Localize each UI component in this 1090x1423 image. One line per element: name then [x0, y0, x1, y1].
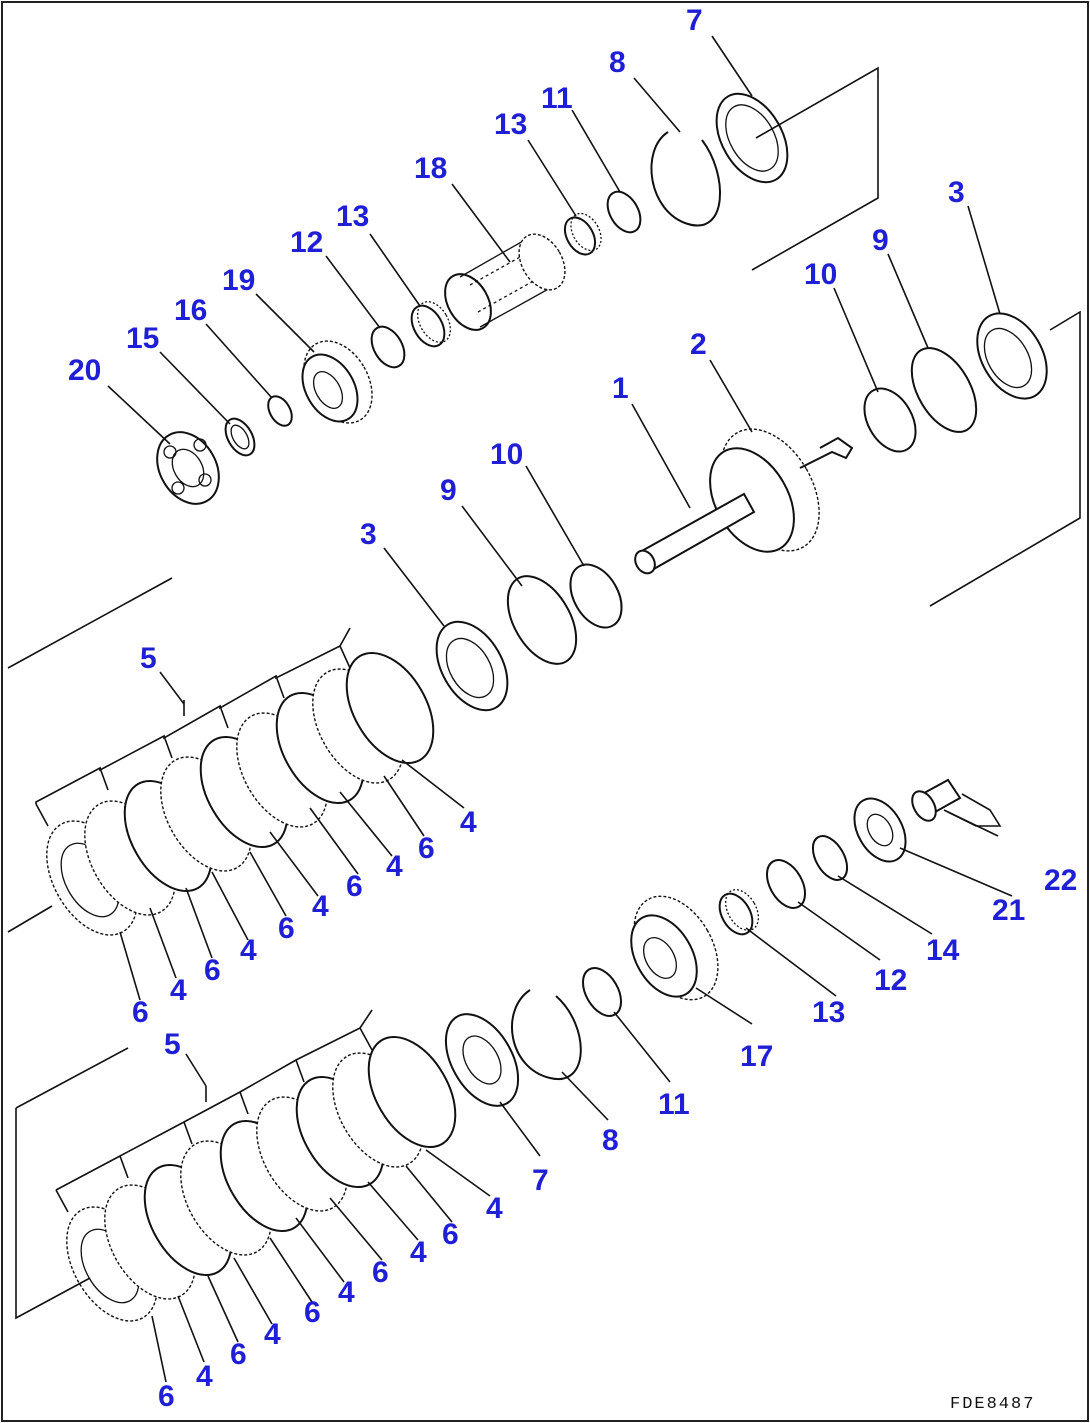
callout-6: 6 [418, 832, 435, 865]
part-12-ring-b [766, 859, 806, 909]
callout-11: 11 [658, 1088, 690, 1121]
part-9-ring-b [506, 575, 578, 665]
callout-9: 9 [872, 224, 889, 257]
part-16-ring [267, 395, 293, 427]
part-10-ring-a [863, 387, 917, 453]
callout-6: 6 [230, 1338, 247, 1371]
callout-22: 22 [1044, 864, 1077, 897]
part-8-snap-ring [650, 131, 722, 227]
part-19-gear [301, 340, 373, 424]
leader-lines [107, 35, 1013, 1383]
callout-4: 4 [170, 974, 187, 1007]
part-15-ring [224, 417, 256, 457]
callout-4: 4 [240, 934, 257, 967]
callout-6: 6 [372, 1256, 389, 1289]
callout-9: 9 [440, 474, 457, 507]
callout-6: 6 [132, 996, 149, 1029]
callout-17: 17 [740, 1040, 773, 1073]
callout-6: 6 [158, 1380, 175, 1413]
callout-3: 3 [948, 176, 965, 209]
part-3-bearing-a [976, 312, 1048, 400]
part-12-snap-ring [370, 325, 406, 369]
part-2-clutch-drum [709, 428, 854, 553]
part-14-ring [811, 835, 849, 881]
callout-13: 13 [812, 996, 845, 1029]
drawing-code: FDE8487 [950, 1395, 1035, 1414]
callout-4: 4 [338, 1276, 355, 1309]
part-11-ring-b [582, 967, 622, 1017]
callout-19: 19 [222, 264, 255, 297]
callout-3: 3 [360, 518, 377, 551]
callout-10: 10 [490, 438, 523, 471]
clutch-pack-a [46, 652, 435, 936]
part-9-ring-a [910, 347, 978, 433]
part-8-snap-ring-b [511, 989, 582, 1081]
callout-11: 11 [541, 82, 573, 115]
callout-4: 4 [460, 806, 477, 839]
callout-5: 5 [164, 1028, 181, 1061]
part-17-gear [630, 895, 719, 1001]
callout-10: 10 [804, 258, 837, 291]
callout-4: 4 [386, 850, 403, 883]
callout-8: 8 [602, 1124, 619, 1157]
callout-2: 2 [690, 328, 707, 361]
part-7-end-plate-a [715, 92, 789, 184]
callout-13: 13 [336, 200, 369, 233]
group-brackets [7, 66, 1081, 1320]
callout-4: 4 [410, 1236, 427, 1269]
part-21-bearing [853, 797, 907, 863]
part-13-needle-bearing-b [563, 212, 602, 256]
part-3-bearing-b [435, 620, 509, 712]
callout-4: 4 [486, 1192, 503, 1225]
callout-5: 5 [140, 642, 157, 675]
bottom-row-parts [444, 778, 962, 1107]
part-10-ring-b [569, 563, 623, 629]
part-11-ring [606, 190, 642, 234]
callout-4: 4 [312, 890, 329, 923]
callout-13: 13 [494, 108, 527, 141]
callout-6: 6 [204, 954, 221, 987]
top-row-parts [156, 92, 1048, 712]
part-1-shaft [634, 492, 756, 575]
callout-6: 6 [278, 912, 295, 945]
part-20-bearing [156, 431, 220, 505]
callout-18: 18 [414, 152, 447, 185]
callout-12: 12 [290, 226, 323, 259]
clutch-pack-b [66, 1036, 457, 1322]
part-18-splined-hub [444, 233, 566, 331]
callout-7: 7 [686, 4, 703, 37]
callout-6: 6 [304, 1296, 321, 1329]
callout-6: 6 [346, 870, 363, 903]
callout-15: 15 [126, 322, 159, 355]
callout-21: 21 [992, 894, 1025, 927]
callout-16: 16 [174, 294, 207, 327]
callout-7: 7 [532, 1164, 549, 1197]
part-7-end-plate-b [444, 1013, 520, 1107]
callout-1: 1 [612, 372, 629, 405]
callout-4: 4 [264, 1318, 281, 1351]
callout-6: 6 [442, 1218, 459, 1251]
callout-labels: 7 8 11 13 18 13 12 19 16 15 20 3 9 10 2 … [68, 4, 1077, 1413]
callout-20: 20 [68, 354, 101, 387]
callout-4: 4 [196, 1360, 213, 1393]
callout-14: 14 [926, 934, 960, 967]
part-13-needle-bearing-a [410, 301, 452, 348]
callout-8: 8 [609, 46, 626, 79]
callout-12: 12 [874, 964, 907, 997]
part-13-needle-bearing-c [718, 889, 760, 936]
